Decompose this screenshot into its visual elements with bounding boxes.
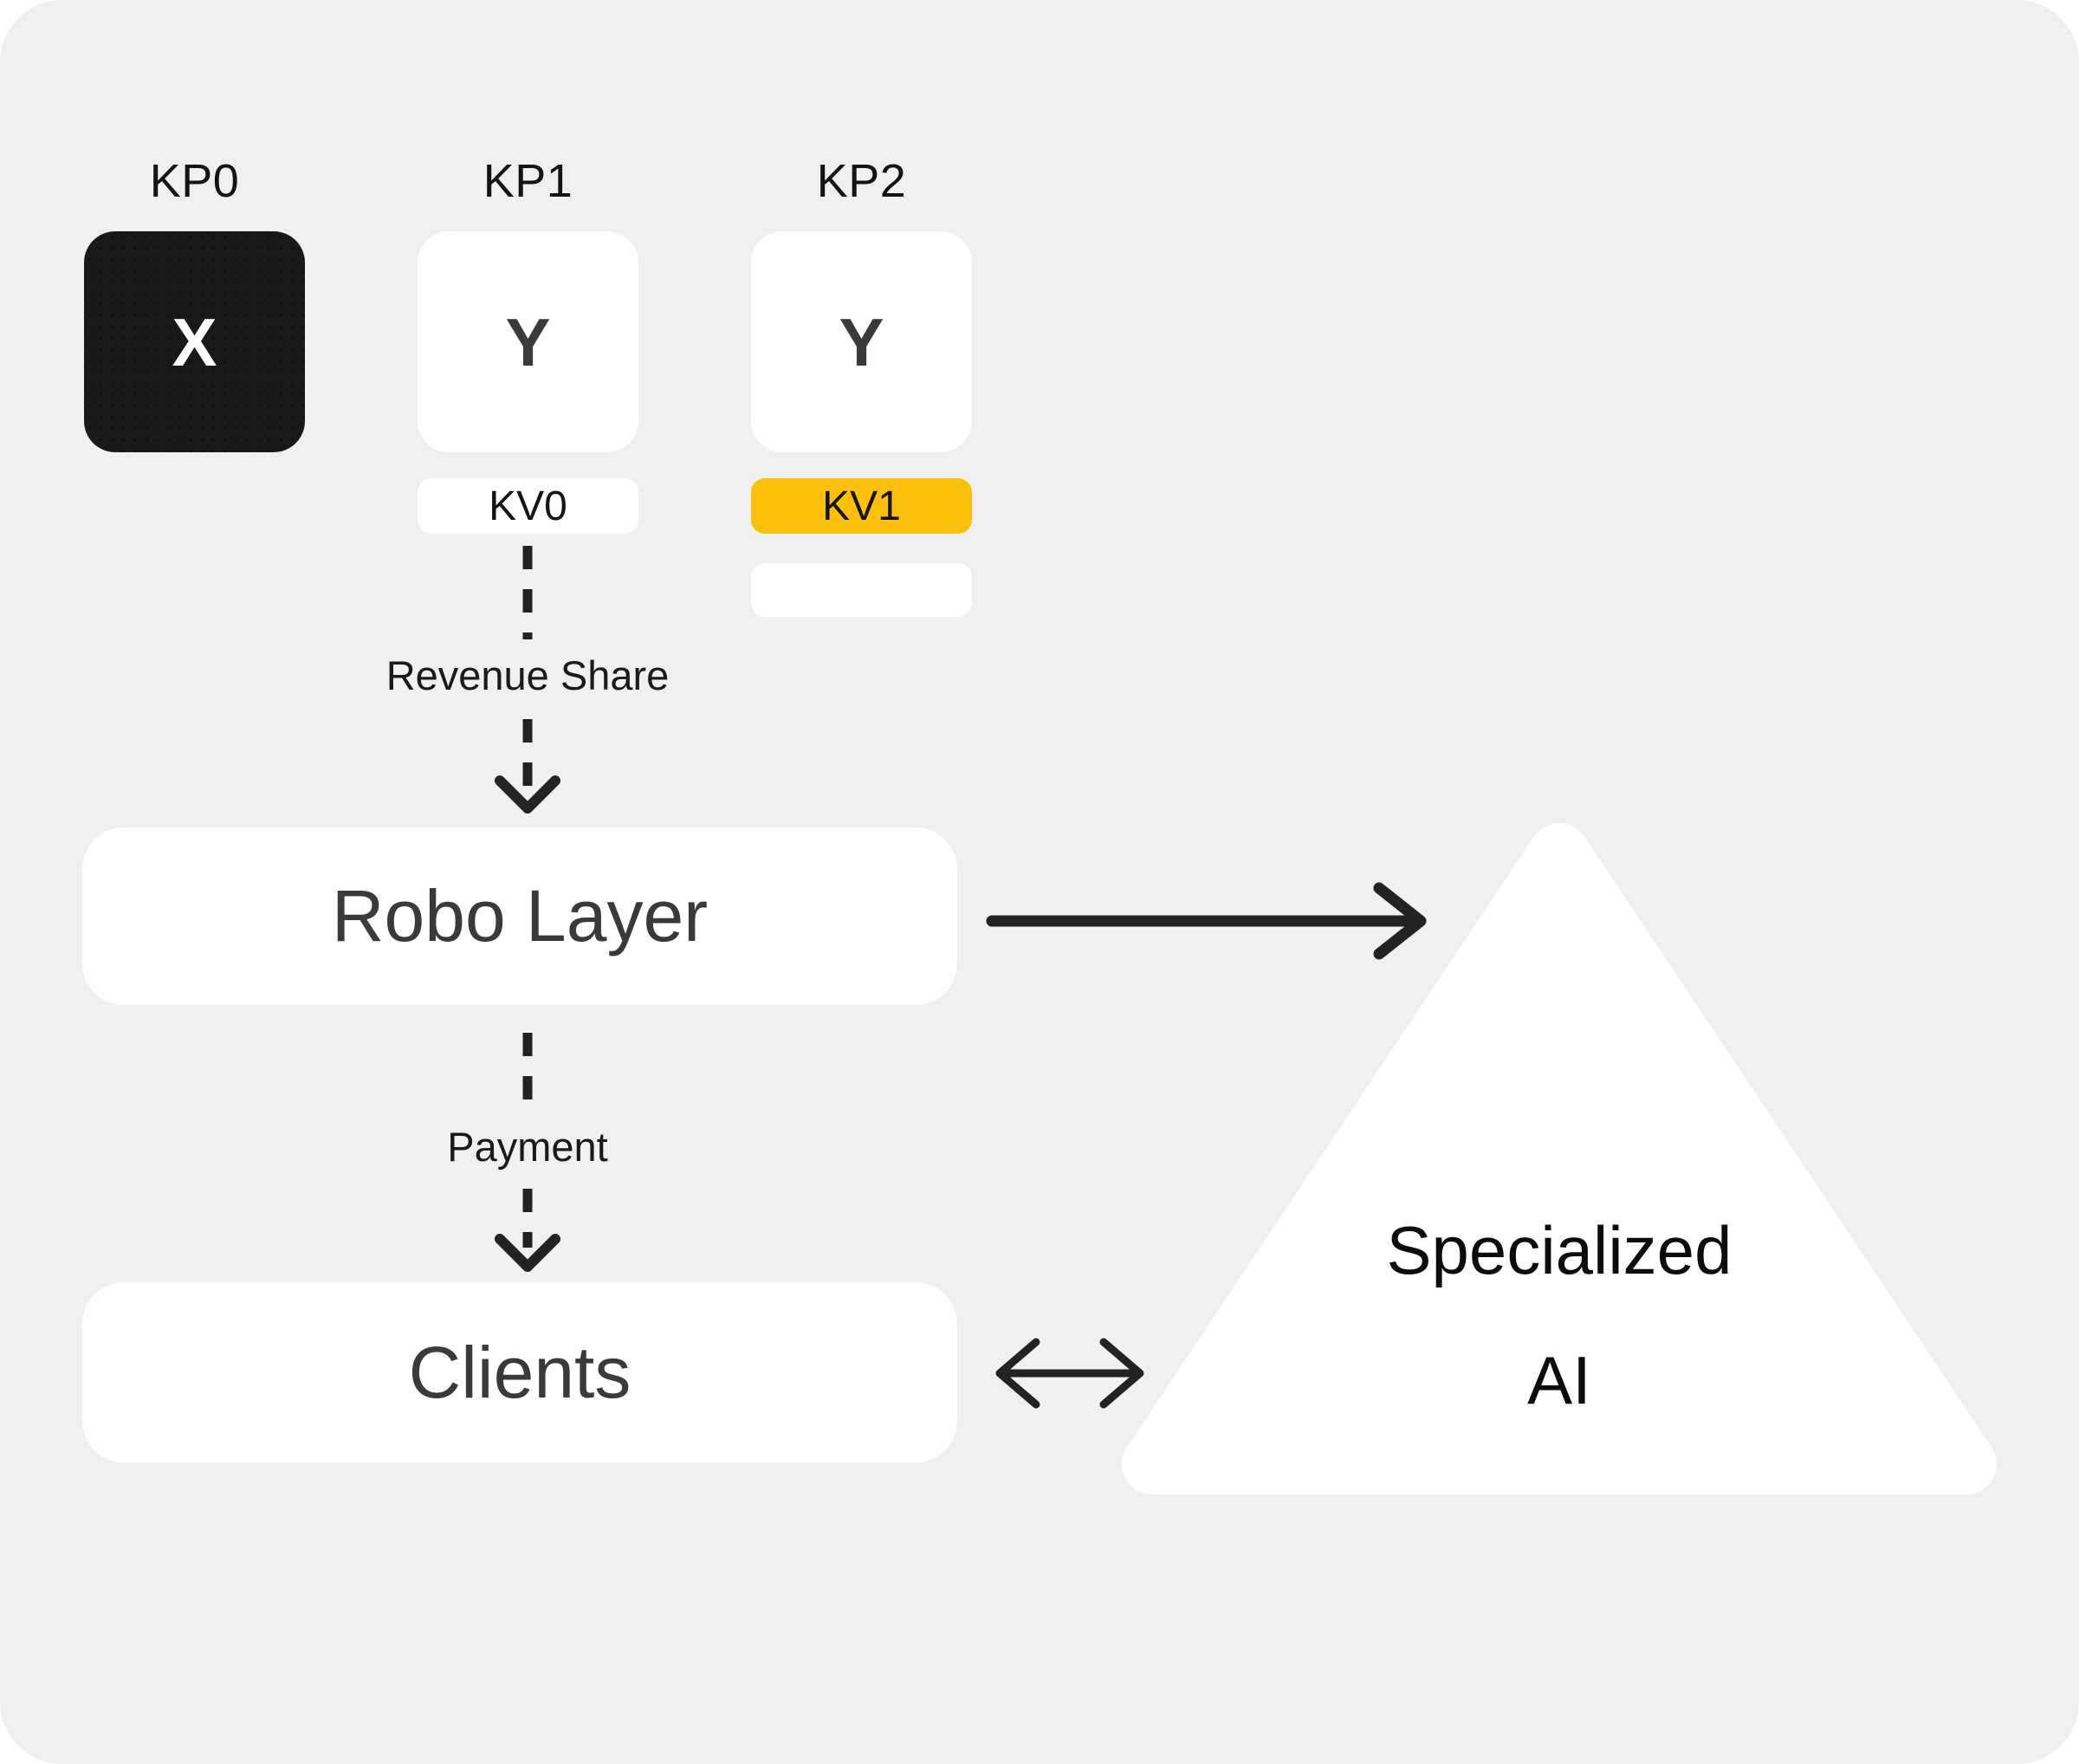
specialized-ai-triangle: [1122, 823, 1997, 1495]
kp2-letter: Y: [839, 303, 884, 380]
revenue-share-label: Revenue Share: [385, 652, 670, 698]
kv1-pill: KV1: [751, 478, 972, 534]
robo-layer-node: Robo Layer: [82, 827, 957, 1005]
kp1-label: KP1: [483, 155, 573, 207]
payment-arrow: [495, 1033, 560, 1272]
kp0-box: X: [84, 231, 305, 452]
revenue-share-arrow: [495, 546, 560, 814]
kp0-label: KP0: [149, 155, 240, 207]
kp0-letter: X: [172, 303, 217, 380]
kp2-box: Y: [751, 231, 972, 452]
kp1-letter: Y: [505, 303, 551, 380]
clients-node: Clients: [82, 1282, 957, 1462]
payment-label: Payment: [447, 1124, 608, 1170]
kv2-pill-empty: [751, 563, 972, 617]
robo-to-ai-arrow: [986, 882, 1427, 960]
kp1-box: Y: [418, 231, 638, 452]
kv0-pill: KV0: [418, 478, 638, 534]
kp2-label: KP2: [816, 155, 907, 207]
specialized-ai-label-line1: Specialized: [1386, 1212, 1732, 1288]
specialized-ai-label-line2: AI: [1527, 1342, 1591, 1418]
clients-ai-arrow: [995, 1338, 1144, 1409]
